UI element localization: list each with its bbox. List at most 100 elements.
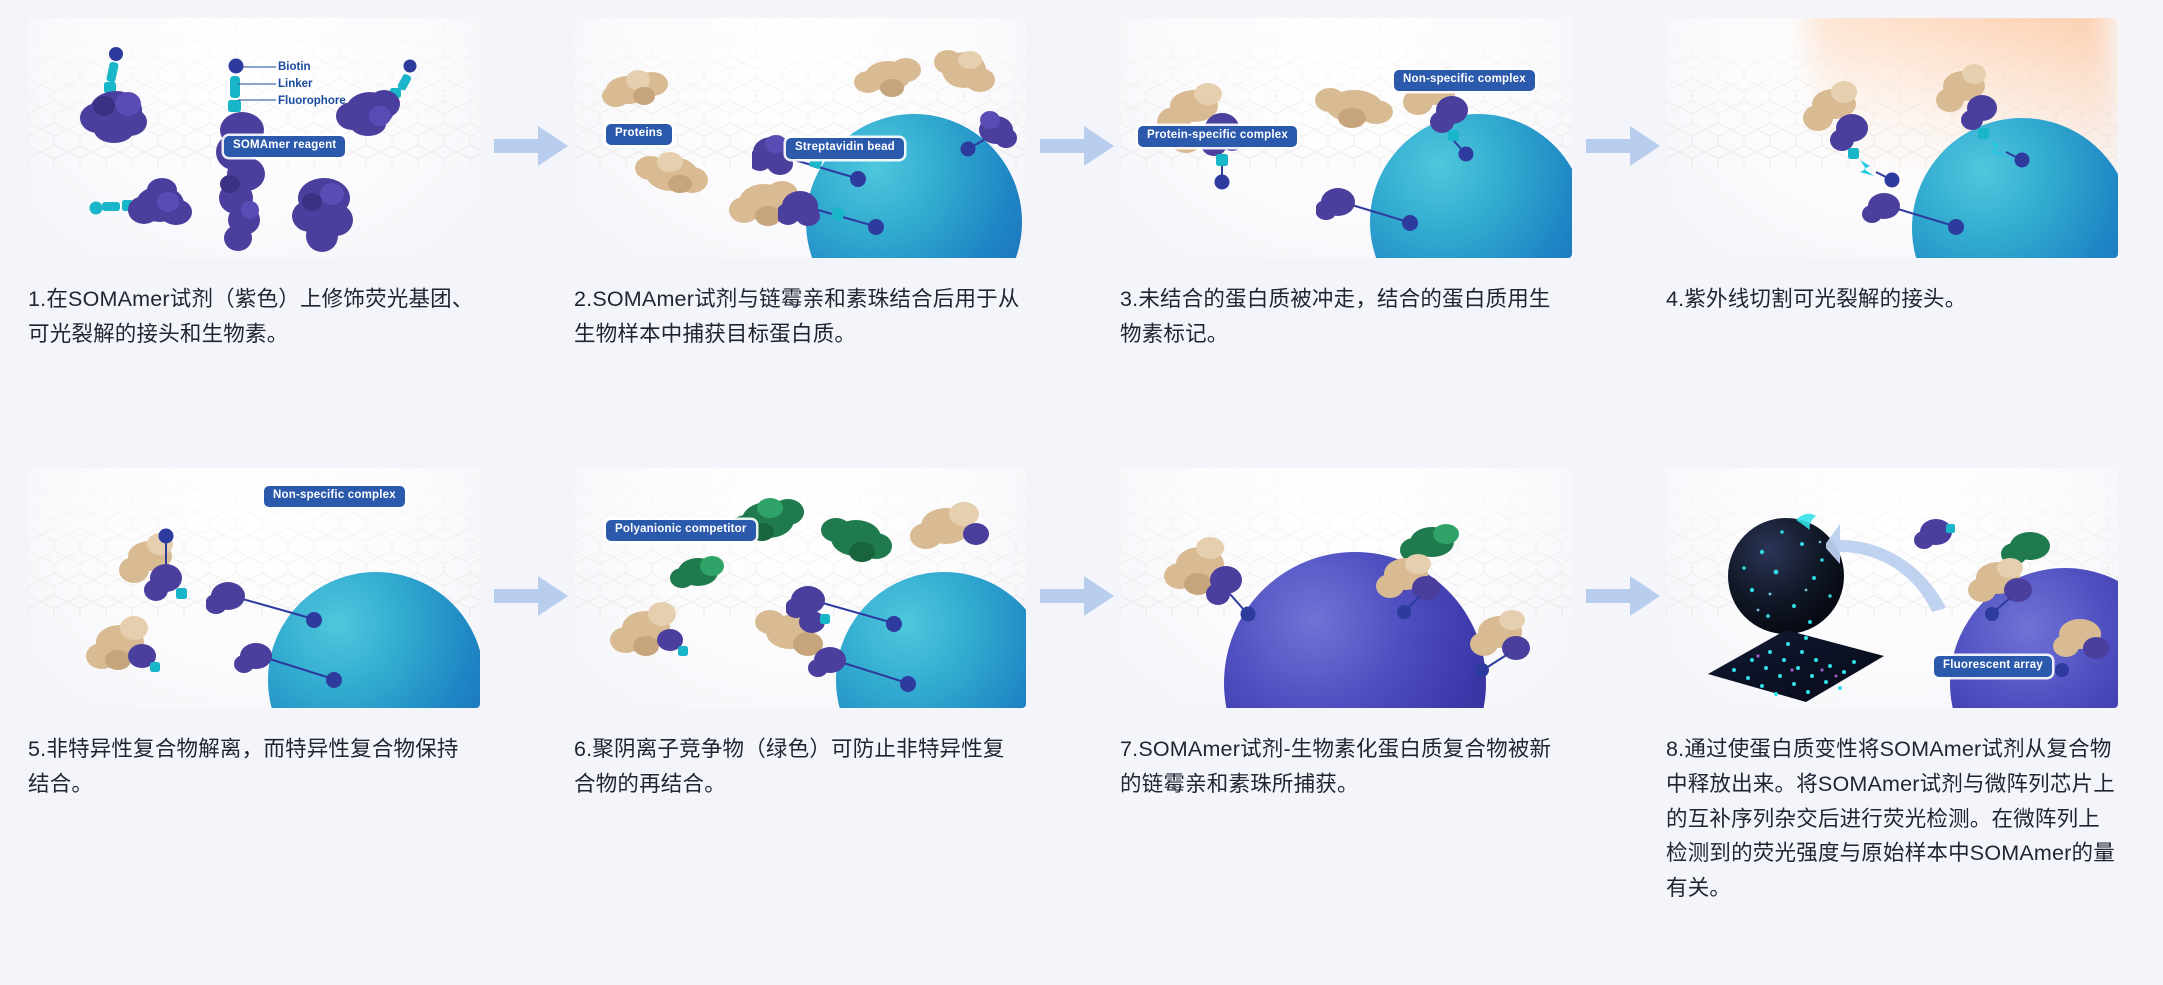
somamer-blob [808, 647, 846, 677]
biotin-bead-icon [868, 219, 884, 235]
somamer-blob [752, 135, 793, 175]
somamer-blob [1862, 193, 1900, 223]
fluorophore-icon [820, 614, 830, 624]
label-biotin: Biotin [278, 61, 311, 73]
biotin-bead-icon [1214, 174, 1230, 190]
step-7: 7.SOMAmer试剂-生物素化蛋白质复合物被新的链霉亲和素珠所捕获。 [1120, 468, 1572, 802]
somamer-biotinylated-protein-complex [1470, 610, 1530, 677]
somamer-blob [786, 586, 825, 618]
workflow-row-2: Non-specific complex 5.非特异性复合物解离，而特异性复合物… [28, 468, 2135, 968]
biotin-bead-icon [326, 672, 342, 688]
somamer-blob [657, 629, 683, 651]
fluorophore-icon [1978, 128, 1989, 139]
somamer-blob [1830, 114, 1868, 151]
protein-molecule [1803, 81, 1857, 131]
step-4: 4.紫外线切割可光裂解的接头。 [1666, 18, 2118, 317]
released-somamer-complex [1968, 532, 2050, 621]
label-leader-lines [238, 66, 276, 101]
somamer-blob [128, 644, 156, 668]
non-specific-complex [1403, 67, 1474, 162]
fluorophore-icon [104, 82, 116, 93]
released-somamer-complex [2053, 619, 2109, 677]
arrow-step7-to-step8 [1586, 576, 1660, 616]
somamer-blob [778, 191, 820, 226]
step-6-illustration: Polyanionic competitor [574, 468, 1026, 708]
protein-molecule [1164, 537, 1224, 595]
somamer-blob [2083, 637, 2109, 659]
step-7-caption: 7.SOMAmer试剂-生物素化蛋白质复合物被新的链霉亲和素珠所捕获。 [1120, 737, 1552, 796]
step-1: Biotin Linker Fluorophore SOMAmer reagen… [28, 18, 480, 352]
microarray-spots [1732, 636, 1856, 696]
bead-bound-somamer [752, 135, 866, 187]
step-8-caption: 8.通过使蛋白质变性将SOMAmer试剂从复合物中释放出来。将SOMAmer试剂… [1666, 737, 2115, 901]
biotin-bead-icon [1948, 219, 1964, 235]
fluorophore-icon [1448, 130, 1459, 141]
fluorophore-icon [176, 588, 187, 599]
linker-icon [102, 202, 120, 211]
biotin-bead-icon [960, 141, 976, 157]
step-3-illustration: Protein-specific complex Non-specific co… [1120, 18, 1572, 258]
tag-proteins: Proteins [606, 124, 672, 145]
free-protein-complex [86, 616, 160, 672]
protein-molecule [635, 152, 708, 193]
somamer-biotinylated-protein-complex [1164, 537, 1256, 622]
somamer-blob [292, 178, 353, 252]
polyanionic-competitor-molecule [2001, 532, 2050, 565]
biotin-bead-icon [1475, 663, 1489, 677]
somamer-molecule [89, 178, 192, 225]
bead-bound-somamer [1316, 188, 1418, 231]
somamer-blob [1412, 576, 1440, 600]
biotin-bead-icon [1240, 606, 1256, 622]
protein-molecule [1376, 554, 1431, 598]
hybridization-sphere [1728, 513, 1844, 634]
biotin-bead-icon [1397, 605, 1411, 619]
biotin-bead-icon [158, 528, 174, 544]
biotin-bead-icon [900, 676, 916, 692]
somamer-blob [144, 564, 182, 601]
step-4-illustration [1666, 18, 2118, 258]
somamer-blob [216, 112, 265, 251]
biotin-bead-icon [1884, 172, 1900, 188]
fluorophore-icon [1216, 154, 1228, 166]
step-5-caption: 5.非特异性复合物解离，而特异性复合物保持结合。 [28, 737, 459, 796]
dissociated-non-specific-complex [119, 528, 187, 601]
fluorophore-icon [809, 155, 823, 169]
fluorophore-icon [1946, 524, 1955, 533]
biotin-bead-icon [2055, 663, 2069, 677]
polyanionic-competitor-molecule [821, 518, 892, 562]
arrow-step5-to-step6 [494, 576, 568, 616]
free-protein-complex [755, 610, 830, 656]
biotin-bead-icon [1458, 146, 1474, 162]
somamer-blob [1961, 95, 1997, 130]
transfer-arrow [1826, 524, 1946, 612]
step-6: Polyanionic competitor 6.聚阴离子竞争物（绿色）可防止非… [574, 468, 1026, 802]
label-fluorophore: Fluorophore [278, 95, 346, 107]
protein-molecule [602, 70, 668, 107]
bead-bound-somamer [786, 586, 902, 632]
somamer-blob [979, 111, 1017, 148]
step-5: Non-specific complex 5.非特异性复合物解离，而特异性复合物… [28, 468, 480, 802]
fluorophore-icon [89, 201, 103, 215]
somamer-blob [2004, 578, 2032, 602]
biotin-bead-icon [886, 616, 902, 632]
biotin-bead-icon [306, 612, 322, 628]
label-linker: Linker [278, 78, 313, 90]
somamer-strand-icon [1796, 513, 1816, 530]
tag-non-specific-complex: Non-specific complex [1394, 70, 1535, 91]
free-protein-complex [910, 502, 989, 549]
bead-bound-somamer [808, 647, 916, 692]
fluorophore-icon [228, 100, 241, 112]
fluorophore-icon [1848, 148, 1859, 159]
somamer-molecule [292, 178, 353, 252]
step-5-illustration: Non-specific complex [28, 468, 480, 708]
tag-polyanionic-competitor: Polyanionic competitor [606, 520, 756, 541]
protein-molecule [729, 181, 798, 226]
fluorophore-icon [678, 646, 688, 656]
unbound-protein [1315, 88, 1393, 128]
step-7-illustration [1120, 468, 1572, 708]
fluorophore-icon [831, 207, 845, 221]
free-protein-complex [610, 602, 688, 656]
biotin-bead-icon [2014, 152, 2030, 168]
linker-icon [397, 74, 412, 91]
somamer-blob [1430, 96, 1468, 133]
